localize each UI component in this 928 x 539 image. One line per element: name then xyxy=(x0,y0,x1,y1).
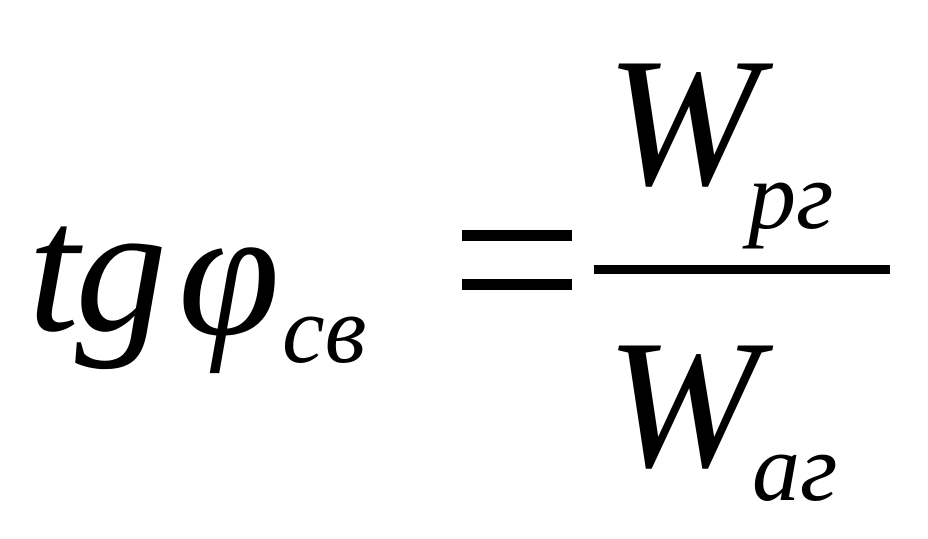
lhs-subscript: св xyxy=(282,276,367,383)
numerator-variable: W xyxy=(606,20,760,224)
equals-bar-top xyxy=(462,230,572,241)
equals-sign xyxy=(462,230,572,290)
numerator-subscript: рг xyxy=(748,142,834,249)
denominator-subscript: аг xyxy=(752,414,838,521)
equals-bar-bottom xyxy=(462,279,572,290)
fraction-line xyxy=(594,265,890,274)
function-name: tg xyxy=(28,166,167,370)
denominator-variable: W xyxy=(606,302,760,506)
phi-symbol: φ xyxy=(178,170,280,374)
